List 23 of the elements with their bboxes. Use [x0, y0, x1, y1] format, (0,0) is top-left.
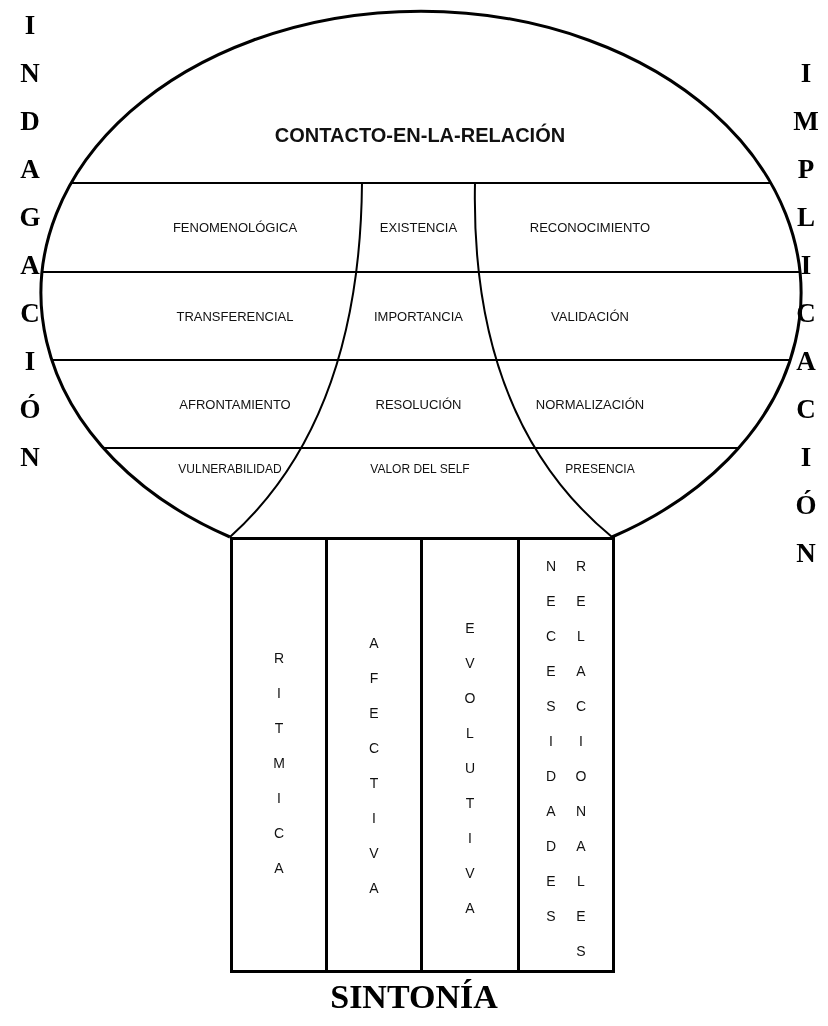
cell-label: AFRONTAMIENTO	[179, 396, 291, 412]
column-label: RITMICA	[271, 650, 287, 895]
cell-label: IMPORTANCIA	[373, 308, 464, 324]
column-panel	[420, 537, 520, 973]
cell-label: VALOR DEL SELF	[370, 462, 470, 476]
column-panel	[230, 537, 328, 973]
cell-label: RESOLUCIÓN	[375, 396, 462, 412]
column-panel	[517, 537, 615, 973]
column-label: AFECTIVA	[366, 635, 382, 915]
circle-heading: CONTACTO-EN-LA-RELACIÓN	[274, 123, 566, 147]
cell-label: NORMALIZACIÓN	[535, 396, 645, 412]
cell-label: FENOMENOLÓGICA	[172, 220, 298, 235]
cell-label: PRESENCIA	[565, 462, 635, 476]
side-label: INDAGACIÓN	[14, 10, 45, 492]
column-label: EVOLUTIVA	[462, 620, 478, 935]
column-panel	[325, 537, 423, 973]
column-label: NECESIDADES RELACIONALES	[543, 558, 589, 978]
cell-label: RECONOCIMIENTO	[529, 220, 651, 235]
cell-label: VULNERABILIDAD	[178, 462, 282, 476]
cell-label: VALIDACIÓN	[551, 308, 629, 324]
cell-label: EXISTENCIA	[379, 220, 458, 235]
cell-label: TRANSFERENCIAL	[176, 308, 294, 324]
bottom-label: SINTONÍA	[329, 978, 499, 1016]
